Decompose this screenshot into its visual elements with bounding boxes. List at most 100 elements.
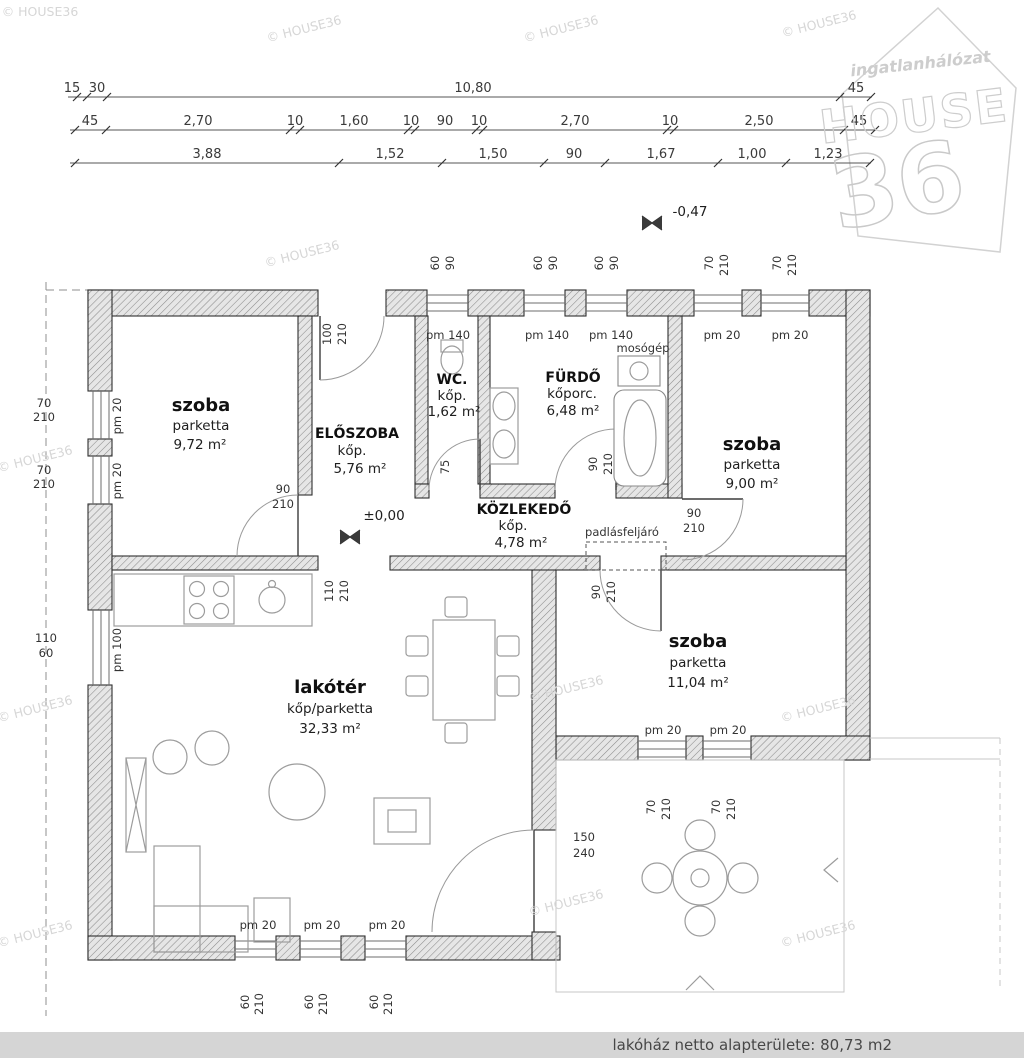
room-szoba2-name: szoba xyxy=(723,434,782,455)
window-szoba3a xyxy=(638,740,686,758)
dim3-388: 3,88 xyxy=(193,147,222,162)
door-entry-h: 210 xyxy=(335,323,349,345)
win-szoba2b-h: 210 xyxy=(785,254,799,276)
terrace xyxy=(555,759,845,993)
dim3-167: 1,67 xyxy=(647,147,676,162)
watermark-5: © HOUSE36 xyxy=(263,237,341,270)
terrace-table xyxy=(672,850,728,906)
dimension-lines xyxy=(68,92,880,168)
win-wc-w: 60 xyxy=(428,256,442,271)
dim-15: 15 xyxy=(64,81,81,96)
win-left1-h: 210 xyxy=(33,410,55,424)
room-wc-area: 1,62 m² xyxy=(428,404,481,420)
dim2-250: 2,50 xyxy=(745,114,774,129)
win-szoba3b-w: 70 xyxy=(709,800,723,815)
dim-30: 30 xyxy=(89,81,106,96)
room-szoba1-name: szoba xyxy=(172,395,231,416)
window-top-furdo1 xyxy=(524,294,565,312)
win-furdo1-h: 90 xyxy=(546,256,560,271)
armchair-2 xyxy=(194,730,230,766)
window-bottom2 xyxy=(300,940,341,958)
level-floor: ±0,00 xyxy=(363,508,404,524)
watermark-7: © HOUSE36 xyxy=(0,692,74,725)
win-left2-h: 210 xyxy=(33,477,55,491)
parapet-left3: pm 100 xyxy=(110,628,124,672)
window-top-wc xyxy=(427,294,468,312)
tv-cabinet xyxy=(373,797,431,845)
win-bottom3-w: 60 xyxy=(367,995,381,1010)
dining-table xyxy=(405,596,520,744)
watermark-2: © HOUSE36 xyxy=(265,12,343,45)
terrace-chair-3 xyxy=(684,819,716,851)
window-left2 xyxy=(92,456,110,504)
dim2-160: 1,60 xyxy=(340,114,369,129)
sofa xyxy=(153,845,249,953)
door-szoba3 xyxy=(599,569,662,632)
door-szoba2-h: 210 xyxy=(683,521,705,535)
room-szoba3-floor: parketta xyxy=(670,655,727,671)
dim2-270-b: 2,70 xyxy=(561,114,590,129)
win-bottom2-h: 210 xyxy=(316,993,330,1015)
room-szoba3-area: 11,04 m² xyxy=(667,675,729,691)
terrace-arrow-down xyxy=(685,975,715,991)
room-wc-name: WC. xyxy=(436,372,467,388)
win-furdo2-w: 60 xyxy=(592,256,606,271)
door-terasz xyxy=(431,829,535,933)
door-szoba3-h: 210 xyxy=(604,581,618,603)
fixture-mosogep: mosógép xyxy=(617,341,670,355)
terrace-chair-4 xyxy=(684,905,716,937)
opening-lakoter-h: 210 xyxy=(337,580,351,602)
dim2-10-a: 10 xyxy=(287,114,304,129)
dim-45-top-right: 45 xyxy=(848,81,865,96)
room-wc-floor: kőp. xyxy=(438,388,467,404)
win-szoba2a-w: 70 xyxy=(702,256,716,271)
parapet-wc: pm 140 xyxy=(426,328,470,342)
room-kozlekedo-area: 4,78 m² xyxy=(495,535,548,551)
terrace-chair-2 xyxy=(727,862,759,894)
window-top-furdo2 xyxy=(586,294,627,312)
dim3-100: 1,00 xyxy=(738,147,767,162)
room-lakoter-name: lakótér xyxy=(294,677,366,698)
dim3-123: 1,23 xyxy=(814,147,843,162)
dim2-45-right: 45 xyxy=(851,114,868,129)
room-szoba3-name: szoba xyxy=(669,631,728,652)
win-szoba3a-w: 70 xyxy=(644,800,658,815)
window-left3 xyxy=(92,610,110,685)
win-left2-w: 70 xyxy=(37,463,52,477)
watermark-8: © HOUSE36 xyxy=(0,917,74,950)
door-szoba2-w: 90 xyxy=(687,506,702,520)
armchair-1 xyxy=(152,739,188,775)
door-wc-w: 75 xyxy=(438,460,452,475)
parapet-bottom1: pm 20 xyxy=(240,918,277,932)
dim2-10-c: 10 xyxy=(471,114,488,129)
win-bottom1-h: 210 xyxy=(252,993,266,1015)
watermark-12: © HOUSE36 xyxy=(779,917,857,950)
door-wc xyxy=(428,438,481,491)
parapet-szoba3b: pm 20 xyxy=(710,723,747,737)
dim2-45-left: 45 xyxy=(82,114,99,129)
win-szoba2b-w: 70 xyxy=(770,256,784,271)
logo-ingatlanhalozat: ingatlanhálózat xyxy=(849,47,992,81)
attic-hatch-outline xyxy=(585,541,667,571)
walls-layer xyxy=(87,289,871,961)
win-wc-h: 90 xyxy=(443,256,457,271)
room-eloszoba-area: 5,76 m² xyxy=(334,461,387,477)
projection-lines xyxy=(870,737,1001,990)
window-top-szoba2a xyxy=(694,294,742,312)
win-szoba3b-h: 210 xyxy=(724,798,738,820)
door-entrance xyxy=(319,315,385,381)
window-left1 xyxy=(92,391,110,439)
parapet-szoba2a: pm 20 xyxy=(704,328,741,342)
dim3-150: 1,50 xyxy=(479,147,508,162)
net-area-caption: lakóház netto alapterülete: 80,73 m2 xyxy=(612,1036,892,1054)
dim2-10-d: 10 xyxy=(662,114,679,129)
room-kozlekedo-name: KÖZLEKEDŐ xyxy=(477,500,572,518)
win-furdo1-w: 60 xyxy=(531,256,545,271)
room-kozlekedo-floor: kőp. xyxy=(499,518,528,534)
windows-layer xyxy=(92,294,809,958)
dim3-152: 1,52 xyxy=(376,147,405,162)
watermark-11: © HOUSE36 xyxy=(779,692,857,725)
watermark-3: © HOUSE36 xyxy=(522,12,600,45)
parapet-bottom2: pm 20 xyxy=(304,918,341,932)
